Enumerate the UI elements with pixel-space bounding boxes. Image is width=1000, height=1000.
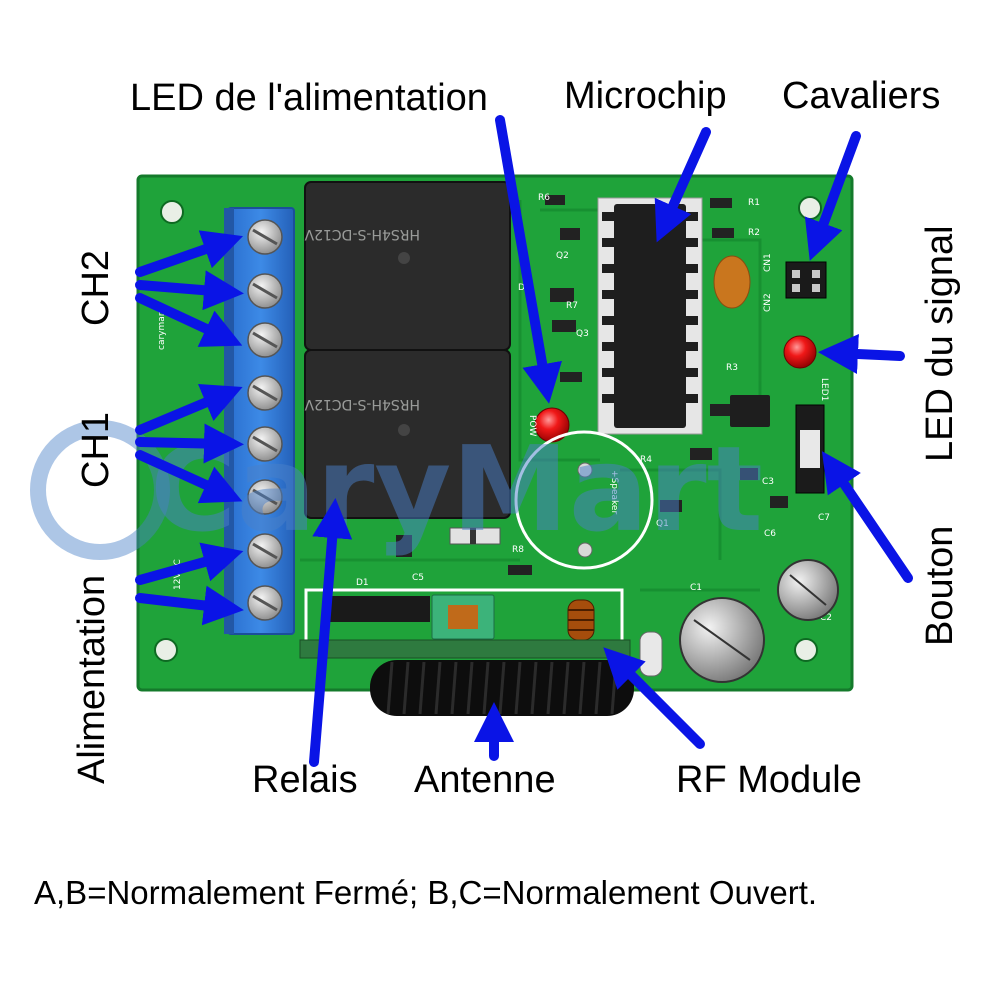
svg-text:D1: D1 — [356, 578, 369, 588]
arrow-icon — [135, 230, 243, 277]
signal-led: LED1 — [783, 335, 829, 401]
arrow-icon — [603, 647, 705, 749]
arrow-icon — [135, 423, 244, 464]
arrow-icon — [654, 127, 711, 243]
svg-text:R6: R6 — [538, 193, 550, 203]
label-signal-led: LED du signal — [919, 225, 961, 462]
speaker: +Speaker — [514, 430, 654, 570]
screw-terminals — [247, 219, 283, 621]
arrow-icon — [818, 334, 905, 375]
svg-text:CN2: CN2 — [763, 293, 773, 312]
svg-text:C3: C3 — [762, 477, 774, 487]
coil-icon — [567, 599, 595, 641]
jumper-icon: CN2 CN1 — [763, 253, 827, 312]
arrow-icon — [135, 542, 244, 585]
svg-text:C6: C6 — [764, 529, 776, 539]
label-button: Bouton — [919, 526, 961, 646]
push-button — [795, 404, 825, 494]
label-microchip: Microchip — [564, 75, 727, 117]
relay-ch1: HRS4H-S-DC12V — [304, 349, 511, 519]
arrow-icon — [135, 585, 244, 626]
mounting-holes — [154, 196, 822, 662]
svg-text:C1: C1 — [690, 583, 702, 593]
relays: HRS4H-S-DC12V HRS4H-S-DC12V — [304, 181, 511, 519]
screw-icon — [247, 273, 283, 309]
watermark-text: CaryMart — [150, 420, 763, 558]
labels: LED de l'alimentation Microchip Cavalier… — [34, 75, 961, 911]
svg-text:LED1: LED1 — [819, 378, 829, 401]
label-ch1: CH1 — [75, 412, 117, 488]
svg-text:R7: R7 — [566, 301, 578, 311]
arrow-icon — [495, 115, 562, 404]
relay-model-label: HRS4H-S-DC12V — [304, 396, 420, 412]
watermark: CaryMart — [30, 420, 763, 560]
arrow-icon — [135, 293, 243, 347]
arrow-icon — [804, 131, 861, 261]
footer-note: A,B=Normalement Fermé; B,C=Normalement O… — [34, 874, 817, 911]
label-power-led: LED de l'alimentation — [130, 77, 488, 119]
screw-icon — [247, 479, 283, 515]
rf-module — [299, 588, 663, 677]
svg-text:C5: C5 — [412, 573, 424, 583]
svg-text:Q2: Q2 — [556, 251, 569, 261]
smd-components — [396, 195, 788, 575]
antenna-coil — [370, 660, 634, 716]
label-power-supply: Alimentation — [71, 575, 113, 784]
label-antenna: Antenne — [414, 759, 556, 801]
svg-text:R2: R2 — [748, 228, 760, 238]
svg-text:CN1: CN1 — [763, 253, 773, 272]
svg-text:R4: R4 — [640, 455, 652, 465]
svg-text:R3: R3 — [726, 363, 738, 373]
svg-text:R1: R1 — [748, 198, 760, 208]
screw-icon — [247, 219, 283, 255]
label-relay: Relais — [252, 759, 358, 801]
label-ch2: CH2 — [75, 250, 117, 326]
arrow-icon — [135, 384, 243, 435]
screw-icon — [247, 533, 283, 569]
svg-text:+Speaker: +Speaker — [609, 470, 619, 514]
screw-icon — [247, 426, 283, 462]
arrow-icon — [309, 498, 353, 767]
label-rf-module: RF Module — [676, 759, 862, 801]
power-led: POW — [527, 407, 570, 443]
svg-text:C2: C2 — [820, 613, 832, 623]
screw-icon — [247, 322, 283, 358]
arrow-icon — [821, 451, 913, 583]
screw-icon — [247, 585, 283, 621]
svg-text:Q3: Q3 — [576, 329, 589, 339]
screw-icon — [247, 375, 283, 411]
brand-silkscreen: carymart — [157, 309, 167, 350]
arrows — [135, 115, 913, 767]
microchip-ic — [597, 197, 703, 435]
relay-ch2: HRS4H-S-DC12V — [304, 181, 511, 351]
relay-model-label: HRS4H-S-DC12V — [304, 226, 420, 242]
terminal-block — [224, 207, 295, 635]
arrow-icon — [135, 270, 244, 311]
label-jumpers: Cavaliers — [782, 75, 940, 117]
svg-text:Q1: Q1 — [656, 519, 669, 529]
capacitors — [679, 559, 839, 683]
svg-text:C7: C7 — [818, 513, 830, 523]
svg-text:POW: POW — [527, 415, 537, 437]
svg-text:R8: R8 — [512, 545, 524, 555]
arrow-icon — [135, 450, 243, 504]
